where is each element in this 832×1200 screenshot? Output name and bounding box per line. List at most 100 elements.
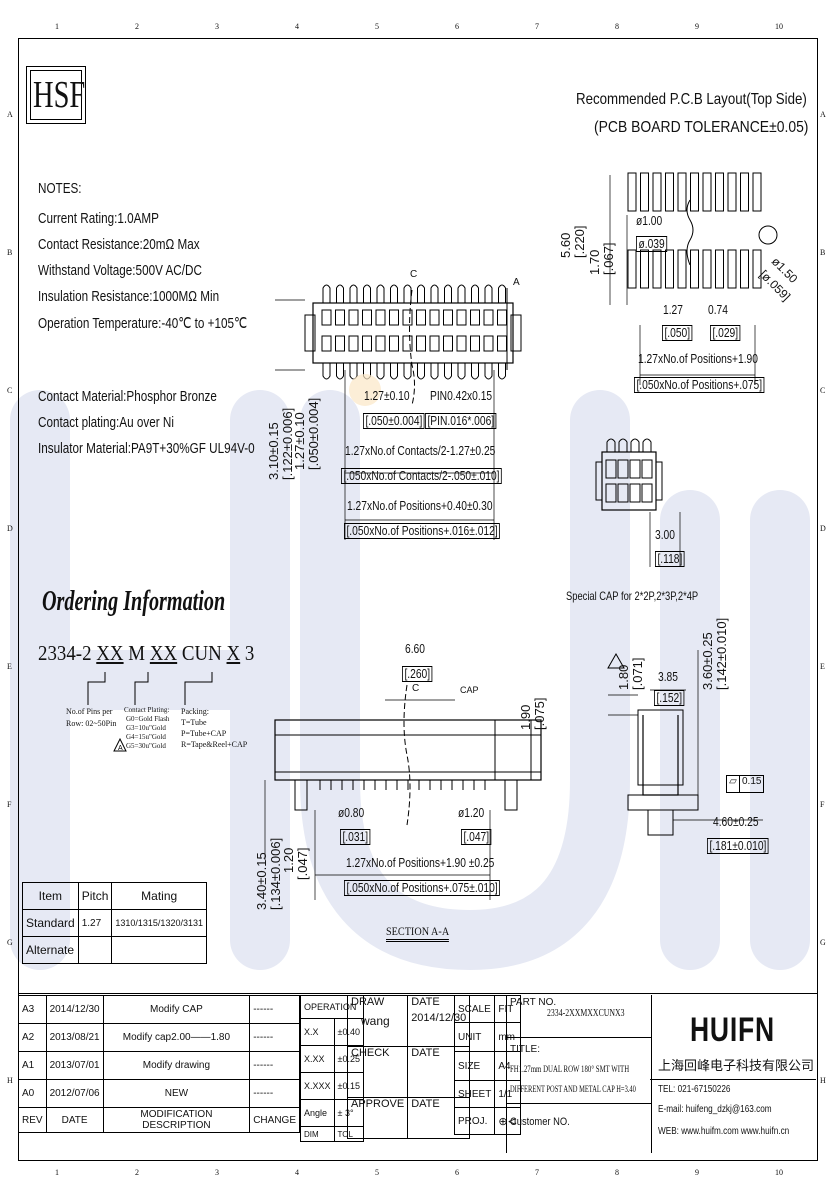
section-dim-260: [.260] [402,666,433,682]
code-part-packing: X [226,641,241,665]
zone-bottom-10: 10 [775,1168,783,1177]
mating-alternate-pitch [77,936,113,964]
pcb-pad-top [665,172,674,212]
flatness-icon: ▱ [727,776,740,792]
revision-rev: A2 [18,1023,47,1052]
section-title: SECTION A-A [386,925,450,942]
revision-header-change: CHANGE [249,1107,300,1133]
section-c-label: C [412,683,420,694]
top-contact-lower [375,335,386,352]
top-contact-upper [429,309,440,326]
sheet-label: SHEET [453,1080,496,1108]
section-length-in: [.050xNo.of Positions+.075±.010] [344,880,501,896]
tolerance-dim: Angle [300,1099,335,1127]
size-label: SIZE [453,1051,496,1081]
revision-change: ------ [249,995,300,1024]
zone-bottom-7: 7 [535,1168,539,1177]
pcb-pad-bottom [640,249,649,289]
top-contact-upper [362,309,372,326]
signoff-date-label: DATE [411,996,440,1008]
unit-label: UNIT [453,1022,496,1052]
pcb-pad-bottom [715,249,724,289]
plating-option-3: G5=30u"Gold [126,742,166,750]
company-tel: TEL: 021-67150226 [658,1084,731,1095]
part-title-label: TITLE: [510,1044,541,1055]
cap-pin [606,438,616,452]
zone-bottom-2: 2 [135,1168,139,1177]
top-contact-lower [483,335,494,352]
top-contact-lower [362,335,372,352]
pcb-title-line1: Recommended P.C.B Layout(Top Side) [576,91,807,108]
packing-legend-title: Packing: [181,707,209,716]
zone-top-6: 6 [455,22,459,31]
tolerance-dim: X.X [300,1018,335,1046]
cap-pin [642,438,652,452]
mating-standard-item: Standard [22,909,79,937]
zone-top-10: 10 [775,22,783,31]
zone-right-C: C [820,386,826,395]
pcb-pad-top [690,172,699,212]
section-cap-label: CAP [460,685,479,695]
cap-dim-152: [.152] [654,690,685,706]
scale-label: SCALE [453,995,496,1023]
mating-h-pitch: Pitch [77,882,113,910]
top-pin-upper [457,284,466,303]
pcb-pad-top [715,172,724,212]
pcb-pad-bottom [740,249,749,289]
revision-desc: Modify drawing [102,1051,251,1080]
pcb-pad-bottom [652,249,662,289]
ordering-code: 2334-2 XX M XX CUN X 3 [38,643,254,664]
revision-change: ------ [249,1023,300,1052]
zone-left-E: E [7,662,12,671]
part-no-cell: PART NO. 2334-2XXMXXCUNX3 [507,995,651,1038]
zone-top-1: 1 [55,22,59,31]
zone-bottom-6: 6 [455,1168,459,1177]
top-dim-050: [.050±0.004] [306,397,321,470]
top-pin-lower [322,363,331,380]
pcb-pad-bottom [727,249,737,289]
top-pin-lower [376,363,385,380]
top-contact-upper [402,309,413,326]
code-part-prefix: 2334-2 [38,641,92,665]
section-dia-080: ø0.80 [338,806,365,820]
top-row-length-in: [.050xNo.of Contacts/2-.050±.010] [341,468,502,484]
pcb-pitch-127: 1.27 [663,303,683,317]
part-no-value: 2334-2XXMXXCUNX3 [547,1008,625,1019]
revision-date: 2013/07/01 [45,1051,104,1080]
top-dim-310: 3.10±0.15 [266,422,281,480]
code-part-cun: CUN [181,641,222,665]
top-view-a-label: A [513,277,520,288]
cap-contact-upper [605,459,617,479]
zone-top-4: 4 [295,22,299,31]
mating-header-row: Item Pitch Mating [22,882,207,910]
zone-left-G: G [7,938,13,947]
top-contact-lower [443,335,453,352]
pcb-pad-bottom [702,249,712,289]
top-pin-size-in: [PIN.016*.006] [425,413,497,429]
mating-alternate-item: Alternate [22,936,79,964]
top-pin-upper [390,284,398,303]
section-dim-190: 1.90 [518,704,533,730]
top-pin-upper [376,284,385,303]
pcb-title-line2: (PCB BOARD TOLERANCE±0.05) [594,119,809,136]
revision-rev: A0 [18,1079,47,1108]
company-divider [650,1079,816,1080]
plating-option-2: G4=15u"Gold [126,733,166,741]
section-dim-340: 3.40±0.15 [254,852,269,910]
top-contact-lower [321,335,332,352]
revision-rev: A1 [18,1051,47,1080]
hsf-logo-text: HSF [33,74,86,116]
mating-row-alternate: Alternate [22,936,207,964]
top-pin-upper [322,284,331,303]
zone-bottom-3: 3 [215,1168,219,1177]
pins-legend: No.of Pins per Row: 02~50Pin [66,706,116,730]
flatness-box: ▱ 0.15 [726,775,764,793]
note-line-4: Operation Temperature:-40℃ to +105℃ [38,315,248,332]
zone-bottom-8: 8 [615,1168,619,1177]
size-value: A4 [494,1051,521,1081]
drawing-frame [18,38,818,1161]
